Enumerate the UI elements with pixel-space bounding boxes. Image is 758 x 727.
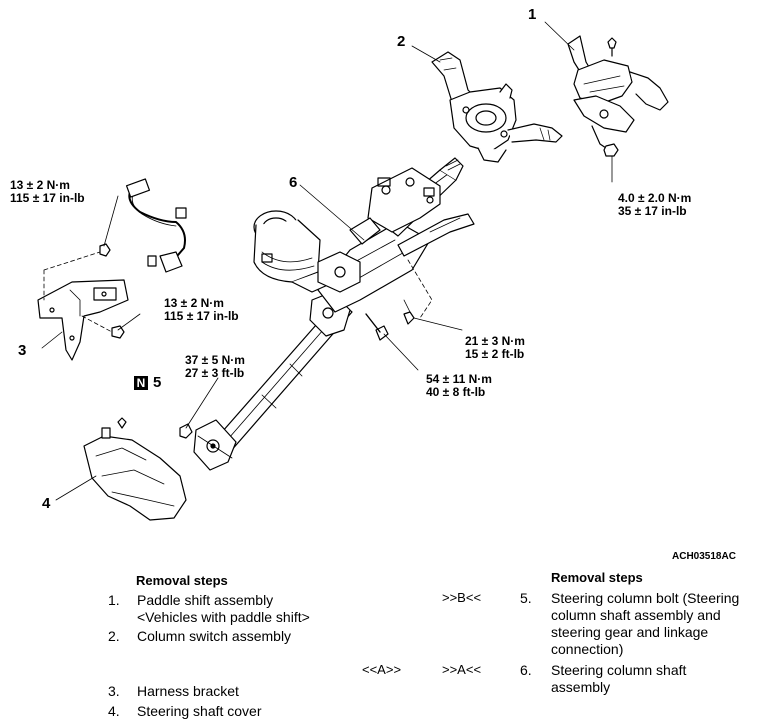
- service-mark: >>A<<: [442, 662, 482, 677]
- paddle-shift-assembly: [567, 35, 669, 157]
- new-part-mark: N: [134, 376, 148, 390]
- step-number: 2.: [108, 628, 120, 644]
- figure-code: ACH03518AC: [672, 551, 736, 562]
- step-number: 1.: [108, 592, 120, 608]
- wiring-harness: [125, 178, 187, 273]
- removal-steps-title-right: Removal steps: [551, 570, 643, 585]
- torque-imperial: 27 ± 3 ft-lb: [185, 366, 245, 380]
- torque-metric: 54 ± 11 N·m: [426, 372, 492, 386]
- removal-steps-title-left: Removal steps: [136, 573, 228, 588]
- step-text: Paddle shift assembly <Vehicles with pad…: [137, 592, 310, 626]
- service-mark: <<A>>: [362, 662, 402, 677]
- torque-spec-column-mount: 21 ± 3 N·m 15 ± 2 ft-lb: [465, 335, 525, 361]
- torque-imperial: 35 ± 17 in-lb: [618, 204, 687, 218]
- torque-spec-harness-top: 13 ± 2 N·m 115 ± 17 in-lb: [10, 179, 85, 205]
- torque-metric: 37 ± 5 N·m: [185, 353, 245, 367]
- step-number: 3.: [108, 683, 120, 699]
- step-4-text: Steering shaft cover: [137, 703, 262, 719]
- callout-6: 6: [289, 174, 298, 191]
- torque-metric: 13 ± 2 N·m: [10, 178, 70, 192]
- torque-imperial: 15 ± 2 ft-lb: [465, 347, 525, 361]
- torque-spec-column-lower: 54 ± 11 N·m 40 ± 8 ft-lb: [426, 373, 492, 399]
- torque-metric: 21 ± 3 N·m: [465, 334, 525, 348]
- callout-5-number: 5: [153, 374, 162, 391]
- torque-imperial: 40 ± 8 ft-lb: [426, 385, 486, 399]
- steering-column-exploded-view: [37, 21, 669, 521]
- harness-bracket: [37, 243, 129, 361]
- column-switch-assembly: [431, 51, 563, 163]
- step-number: 5.: [520, 590, 532, 606]
- step-6-text: Steering column shaft assembly: [551, 662, 687, 695]
- step-5-text: Steering column bolt (Steering column sh…: [551, 590, 740, 657]
- torque-spec-harness-bracket: 13 ± 2 N·m 115 ± 17 in-lb: [164, 297, 239, 323]
- torque-imperial: 115 ± 17 in-lb: [10, 191, 85, 205]
- step-1-text: Paddle shift assembly <Vehicles with pad…: [137, 592, 310, 625]
- step-3-text: Harness bracket: [137, 683, 239, 699]
- callout-2: 2: [397, 33, 406, 50]
- steering-shaft-cover: [83, 417, 187, 521]
- callout-3: 3: [18, 342, 27, 359]
- torque-spec-column-bolt: 37 ± 5 N·m 27 ± 3 ft-lb: [185, 354, 245, 380]
- steering-column-shaft-assembly: [193, 157, 475, 471]
- column-bolts: [179, 259, 433, 439]
- service-mark: >>B<<: [442, 590, 482, 605]
- step-number: 4.: [108, 703, 120, 719]
- callout-1: 1: [528, 6, 537, 23]
- torque-metric: 4.0 ± 2.0 N·m: [618, 191, 692, 205]
- step-number: 6.: [520, 662, 532, 678]
- torque-imperial: 115 ± 17 in-lb: [164, 309, 239, 323]
- leader-lines: [41, 21, 613, 501]
- torque-spec-paddle-shift: 4.0 ± 2.0 N·m 35 ± 17 in-lb: [618, 192, 691, 218]
- step-2-text: Column switch assembly: [137, 628, 292, 644]
- torque-metric: 13 ± 2 N·m: [164, 296, 224, 310]
- callout-4: 4: [42, 495, 51, 512]
